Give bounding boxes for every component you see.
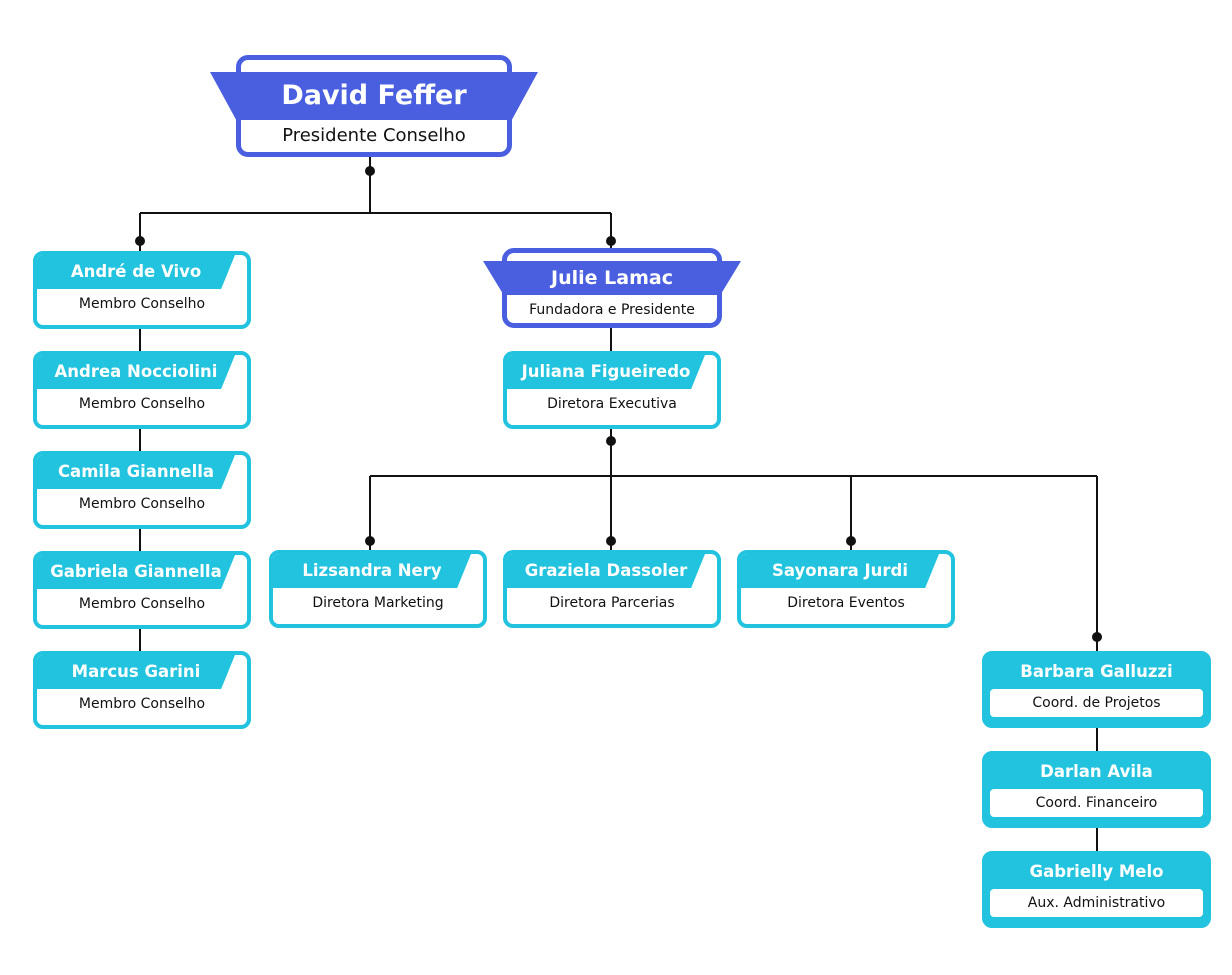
node-council-member: André de Vivo Membro Conselho	[33, 251, 251, 329]
node-director: Graziela Dassoler Diretora Parcerias	[503, 550, 721, 628]
node-role: Membro Conselho	[78, 296, 206, 312]
node-role: Fundadora e Presidente	[529, 302, 695, 318]
node-role: Coord. Financeiro	[1035, 795, 1158, 811]
node-name: André de Vivo	[70, 262, 202, 281]
node-executive: Juliana Figueiredo Diretora Executiva	[503, 351, 721, 429]
node-name: Lizsandra Nery	[302, 561, 442, 580]
node-council-member: Gabriela Giannella Membro Conselho	[33, 551, 251, 629]
node-name: Graziela Dassoler	[524, 561, 688, 580]
node-role: Membro Conselho	[78, 596, 206, 612]
node-coordinator: Gabrielly Melo Aux. Administrativo	[982, 851, 1211, 928]
node-director: Lizsandra Nery Diretora Marketing	[269, 550, 487, 628]
node-role: Diretora Marketing	[312, 595, 444, 611]
node-name: Darlan Avila	[1040, 762, 1153, 781]
node-role: Membro Conselho	[78, 396, 206, 412]
node-name: Sayonara Jurdi	[772, 561, 908, 580]
node-role: Diretora Eventos	[787, 595, 905, 611]
node-name: Julie Lamac	[551, 267, 673, 289]
node-council-member: Camila Giannella Membro Conselho	[33, 451, 251, 529]
node-name: David Feffer	[281, 80, 467, 111]
node-president: David Feffer Presidente Conselho	[210, 55, 538, 157]
node-coordinator: Darlan Avila Coord. Financeiro	[982, 751, 1211, 828]
node-council-member: Marcus Garini Membro Conselho	[33, 651, 251, 729]
node-name: Marcus Garini	[71, 662, 201, 681]
node-role: Diretora Parcerias	[549, 595, 675, 611]
node-role: Membro Conselho	[78, 496, 206, 512]
node-name: Andrea Nocciolini	[54, 362, 218, 381]
node-founder: Julie Lamac Fundadora e Presidente	[483, 248, 741, 328]
node-name: Camila Giannella	[57, 462, 215, 481]
node-name: Juliana Figueiredo	[521, 362, 691, 381]
node-role: Coord. de Projetos	[1032, 695, 1161, 711]
node-name: Gabrielly Melo	[1029, 862, 1164, 881]
node-council-member: Andrea Nocciolini Membro Conselho	[33, 351, 251, 429]
node-name: Barbara Galluzzi	[1020, 662, 1173, 681]
node-role: Aux. Administrativo	[1027, 895, 1166, 911]
node-role: Membro Conselho	[78, 696, 206, 712]
node-director: Sayonara Jurdi Diretora Eventos	[737, 550, 955, 628]
node-name: Gabriela Giannella	[50, 562, 222, 581]
node-role: Diretora Executiva	[547, 396, 677, 412]
node-coordinator: Barbara Galluzzi Coord. de Projetos	[982, 651, 1211, 728]
node-role: Presidente Conselho	[282, 125, 466, 146]
